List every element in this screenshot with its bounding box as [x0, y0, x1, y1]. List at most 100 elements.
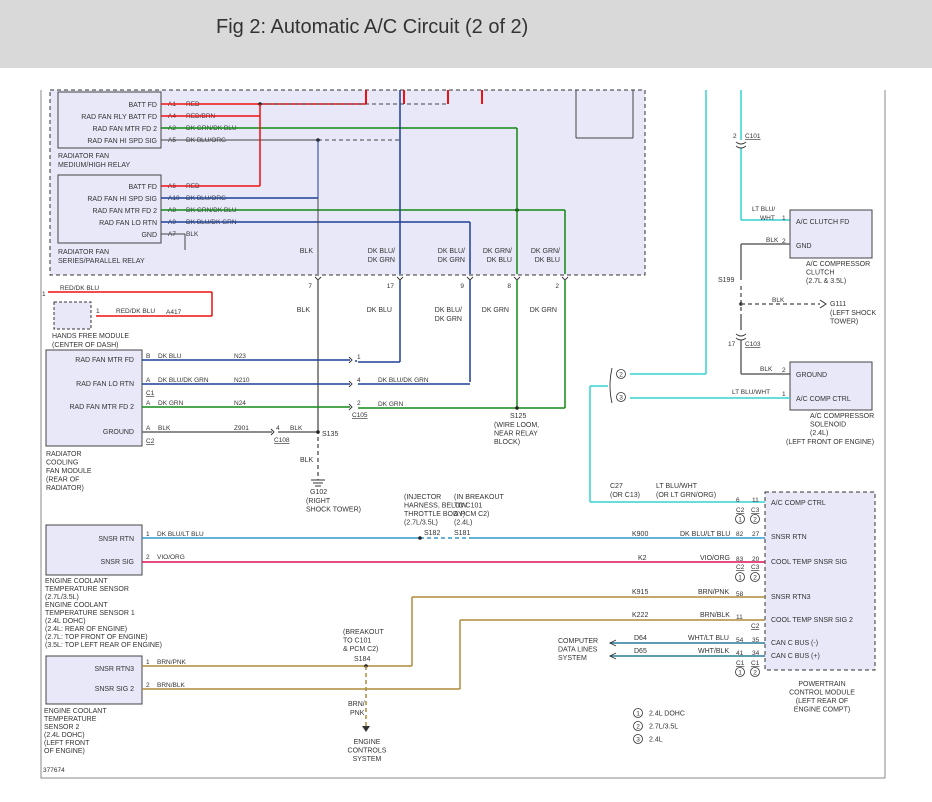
pcm-connector: C1	[736, 660, 745, 667]
relay2-wire-color: BLK	[186, 231, 199, 238]
option-badge-1	[735, 572, 745, 582]
s182-note: (2.7L/3.5L)	[404, 520, 438, 527]
s184-note: & PCM C2)	[343, 646, 378, 653]
wire-color: BLK	[300, 457, 314, 464]
relay-output-wire: DK GRN	[368, 257, 395, 264]
pcm-wire-note: (OR LT GRN/ORG)	[656, 492, 716, 499]
ects1-name: TEMPERATURE SENSOR	[45, 586, 129, 593]
g102-note: (RIGHT	[306, 498, 331, 505]
option-badge-1	[735, 514, 745, 524]
pcm-connector: C3	[751, 564, 760, 571]
pcm-cavity: 34	[752, 650, 760, 657]
relay1-pin-name: RAD FAN RLY BATT FD	[81, 114, 157, 121]
s125-note: BLOCK)	[494, 439, 520, 446]
ects2-name: (2.4L DOHC)	[44, 732, 85, 739]
c103-connector: C103	[745, 341, 761, 348]
relay2-name: RADIATOR FAN	[58, 249, 109, 256]
pcm-cavity: 83	[736, 556, 744, 563]
d64-circuit: D64	[634, 635, 647, 642]
legend-text: 2.4L	[649, 737, 663, 744]
rcfm-cavity: A	[146, 400, 151, 407]
pcm-cavity: 35	[752, 637, 760, 644]
pcm-name: CONTROL MODULE	[789, 690, 855, 697]
relay-output-wire: DK BLU	[535, 257, 560, 264]
inline-pin: 1	[357, 354, 361, 361]
connector-pin: 17	[387, 283, 395, 290]
clutch-wire-color: WHT	[760, 215, 775, 222]
connector-symbol	[735, 337, 747, 341]
splice-dot	[316, 430, 320, 434]
c105-connector: C105	[352, 412, 368, 419]
rcfm-circuit: N23	[234, 353, 246, 360]
diagram-id: 377674	[43, 767, 65, 774]
relay1-name: MEDIUM/HIGH RELAY	[58, 162, 131, 169]
g111-note: (LEFT SHOCK	[830, 310, 876, 317]
s184-note: (BREAKOUT	[343, 629, 385, 636]
k222-color: BRN/BLK	[700, 612, 730, 619]
pcm-cavity: 58	[736, 591, 744, 598]
ecs-label: SYSTEM	[353, 756, 382, 763]
ects2-name: SENSOR 2	[44, 724, 80, 731]
s182-note: THROTTLE BODY)	[404, 511, 465, 518]
connector-symbol	[735, 141, 747, 145]
pcm-connector-note: C27	[610, 483, 623, 490]
option-badge-1-num: 1	[738, 575, 742, 582]
pcm-connector: C2	[736, 507, 745, 514]
g111-note: TOWER)	[830, 319, 858, 326]
relay1-pin-name: RAD FAN MTR FD 2	[92, 126, 157, 133]
clutch-pin: 2	[782, 238, 786, 245]
ects1-pin-name: SNSR RTN	[98, 536, 134, 543]
pcm-pin-name: SNSR RTN3	[771, 594, 811, 601]
ects1-name: (2.7L/3.5L)	[45, 594, 79, 601]
solenoid-name: SOLENOID	[810, 422, 846, 429]
pcm-cavity: 41	[736, 650, 744, 657]
rcfm-connector: C1	[146, 390, 155, 397]
pcm-pin-name: COOL TEMP SNSR SIG	[771, 559, 847, 566]
rcfm-wire-color: DK GRN	[158, 400, 184, 407]
wire-color: BLK	[772, 297, 785, 304]
arrow-left	[608, 652, 617, 660]
connector-pin: 9	[460, 283, 464, 290]
ects2-name: TEMPERATURE	[44, 716, 97, 723]
pcm-cavity: 82	[736, 531, 744, 538]
relay2-pin-name: GND	[141, 232, 157, 239]
hfm-wire-color: RED/DK BLU	[116, 308, 155, 315]
c101-connector: C101	[745, 133, 761, 140]
solenoid-wire-color: LT BLU/WHT	[732, 389, 770, 396]
data-lines-label: DATA LINES	[558, 647, 598, 654]
s181-note: (IN BREAKOUT	[454, 494, 505, 501]
ects1-name: ENGINE COOLANT	[45, 602, 108, 609]
inline-pin: 2	[357, 400, 361, 407]
rcfm-name: FAN MODULE	[46, 468, 92, 475]
pcm-box	[764, 491, 876, 671]
option-badge-2	[750, 667, 760, 677]
s135-label: S135	[322, 431, 338, 438]
solenoid-pin-name: A/C COMP CTRL	[796, 396, 851, 403]
pcm-pin-name: CAN C BUS (-)	[771, 640, 818, 647]
s125-note: NEAR RELAY	[494, 431, 538, 438]
legend-badge	[633, 721, 643, 731]
data-lines-label: SYSTEM	[558, 655, 587, 662]
relay-output-wire: DK BLU/	[438, 248, 465, 255]
rcfm-pin-name: RAD FAN MTR FD 2	[69, 404, 134, 411]
relay1-name: RADIATOR FAN	[58, 153, 109, 160]
s125-label: S125	[510, 413, 526, 420]
clutch-box	[789, 209, 873, 259]
rcfm-wire-color: BLK	[158, 425, 171, 432]
arrow-down	[362, 726, 370, 732]
wire-color: DK GRN	[530, 307, 557, 314]
ecs-label: ENGINE	[354, 739, 381, 746]
g102-label: G102	[310, 489, 327, 496]
connector-chevron	[314, 276, 322, 281]
pcm-pin-name: SNSR RTN	[771, 534, 807, 541]
s181-note: TO C101	[454, 503, 482, 510]
d65-circuit: D65	[634, 648, 647, 655]
pcm-cavity: 11	[736, 614, 743, 621]
pcm-cavity: 27	[752, 531, 760, 538]
ground-symbol	[819, 299, 827, 309]
c103-pin: 17	[728, 341, 736, 348]
rcfm-connector: C2	[146, 438, 155, 445]
connector-symbol	[735, 145, 747, 149]
legend-text: 2.7L/3.5L	[649, 724, 678, 731]
wire-color: PNK	[350, 710, 365, 717]
